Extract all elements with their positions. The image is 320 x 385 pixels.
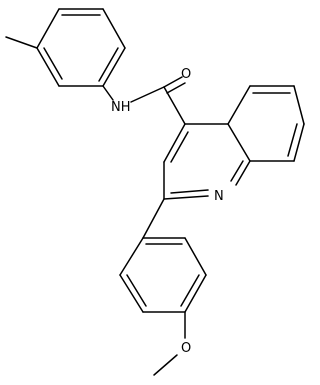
- amide-nh-label: NH: [111, 100, 131, 115]
- carbonyl-c4-bond: [163, 86, 186, 125]
- o-methyl-bond: [153, 354, 178, 376]
- methyl-bond: [5, 36, 38, 49]
- n-carbonyl-bond: [130, 86, 165, 103]
- carbonyl-oxygen-label: O: [181, 67, 191, 82]
- quinoline-pyridine-ring: [163, 123, 251, 200]
- aryl-n-bond: [102, 85, 114, 101]
- ether-oxygen-label: O: [181, 341, 191, 356]
- c2-aryl-bond: [142, 198, 165, 239]
- methoxyphenyl-ring: [119, 237, 207, 313]
- ring-nitrogen-label: N: [214, 189, 224, 204]
- carbonyl-double-bond: [163, 76, 183, 88]
- structure-diagram: O NH N O: [5, 8, 305, 376]
- tolyl-ring: [36, 8, 126, 87]
- carbonyl-double-bond-2: [166, 82, 186, 94]
- quinoline-benzo-ring: [227, 85, 305, 162]
